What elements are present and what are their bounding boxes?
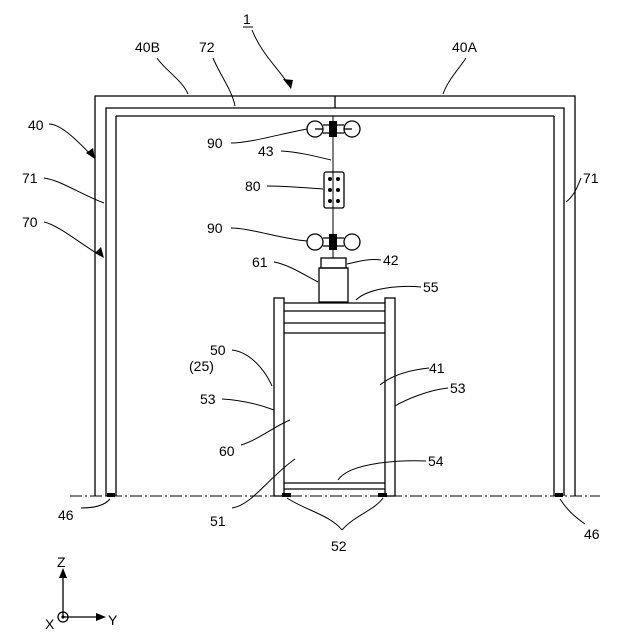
arrowheads [86,79,293,258]
label-71-right: 71 [583,170,599,186]
labels: 1 40B 72 40A 40 71 71 70 90 43 80 90 61 … [22,11,600,554]
label-46-left: 46 [58,507,74,523]
label-61: 61 [252,254,268,270]
label-40: 40 [28,117,44,133]
label-25: (25) [189,358,214,374]
label-80: 80 [245,178,261,194]
label-42: 42 [383,252,399,268]
label-71-left: 71 [22,170,38,186]
axes-indicator: Z X Y [45,554,118,632]
label-40A: 40A [452,39,478,55]
label-40B: 40B [135,39,160,55]
part-61 [319,258,348,302]
label-51: 51 [210,513,226,529]
label-53-left: 53 [200,391,216,407]
axis-y-label: Y [108,612,118,628]
label-41: 41 [429,360,445,376]
cart-50 [274,298,395,497]
label-46-right: 46 [584,526,600,542]
label-1: 1 [243,11,251,27]
clamp-90-bottom [307,234,360,250]
label-50: 50 [210,342,226,358]
label-60: 60 [219,443,235,459]
label-55: 55 [423,279,439,295]
axis-x-label: X [45,616,55,632]
label-72: 72 [199,39,215,55]
frame-40 [95,96,575,497]
leader-lines [44,30,585,530]
connector-80 [324,172,344,208]
label-43: 43 [258,143,274,159]
label-54: 54 [428,453,444,469]
label-70: 70 [22,214,38,230]
label-90-top: 90 [207,135,223,151]
clamp-90-top [307,121,360,137]
label-90-bottom: 90 [207,220,223,236]
axis-z-label: Z [57,554,66,570]
label-53-right: 53 [450,380,466,396]
label-52: 52 [331,538,347,554]
